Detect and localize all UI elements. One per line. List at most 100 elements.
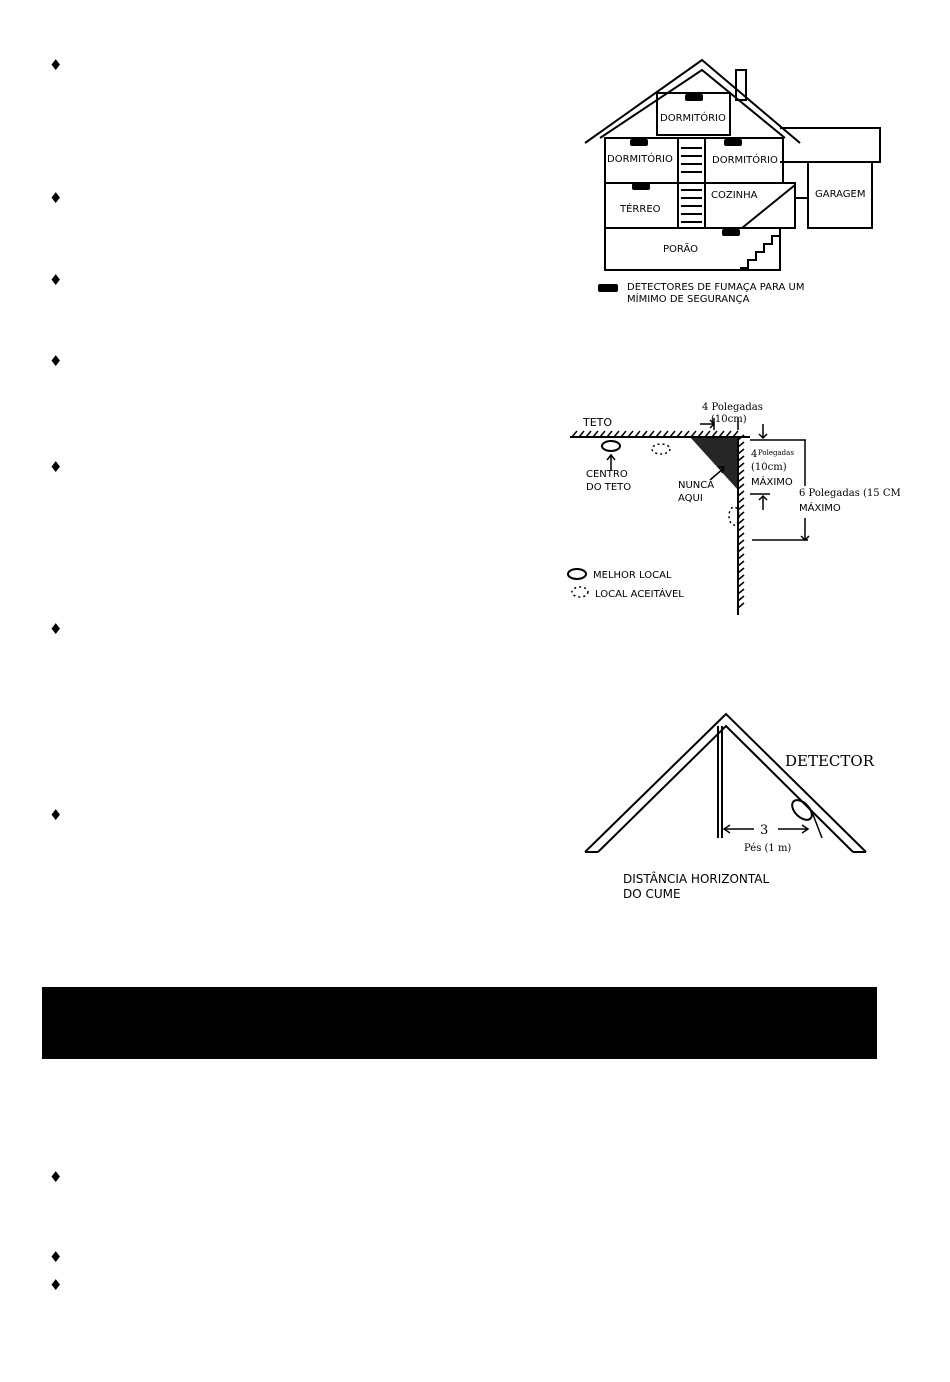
hatch-mark <box>655 430 662 438</box>
never-here-zone <box>690 437 738 490</box>
caption: DO CUME <box>623 887 681 901</box>
ceiling-wall-placement-diagram: TETO 4 Polegadas (10cm) CENTRO DO TETO N… <box>567 402 901 615</box>
section-header-bar <box>42 987 877 1059</box>
dimension-label: (10cm) <box>711 414 747 425</box>
bullet-marker: ♦ <box>49 1276 63 1294</box>
dimension-label: 4 Polegadas <box>702 402 763 413</box>
detector-label: DETECTOR <box>785 752 875 770</box>
best-location-icon <box>601 440 621 452</box>
hatch-mark <box>737 462 745 469</box>
legend-text: MELHOR LOCAL <box>593 570 672 581</box>
hatch-mark <box>737 469 745 476</box>
smoke-detector-icon <box>632 183 650 190</box>
dimension-label: 4 <box>751 449 757 460</box>
center-label: CENTRO <box>586 469 628 480</box>
bullet-marker: ♦ <box>49 352 63 370</box>
hatch-mark <box>737 532 745 539</box>
hatch-mark <box>697 430 704 438</box>
hatch-mark <box>737 588 745 595</box>
smoke-detector-icon <box>722 229 740 236</box>
bullet-marker: ♦ <box>49 806 63 824</box>
bullet-marker: ♦ <box>49 189 63 207</box>
room-label: TÉRREO <box>619 202 661 215</box>
never-here-label: NUNCA <box>678 480 714 491</box>
hatch-mark <box>571 430 578 438</box>
hatch-mark <box>737 581 745 588</box>
room-label: PORÃO <box>663 242 698 255</box>
hatch-mark <box>737 504 745 511</box>
dimension-label: Polegadas <box>758 449 794 457</box>
hatch-mark <box>737 539 745 546</box>
hatch-mark <box>676 430 683 438</box>
hatch-mark <box>737 441 745 448</box>
caption: DISTÂNCIA HORIZONTAL <box>623 871 770 886</box>
hatch-mark <box>737 476 745 483</box>
hatch-mark <box>732 430 739 438</box>
bullet-marker: ♦ <box>49 1168 63 1186</box>
house-smoke-detector-diagram: DORMITÓRIO DORMITÓRIO DORMITÓRIO TÉRREO … <box>584 58 881 305</box>
hatch-mark <box>737 448 745 455</box>
bullet-marker: ♦ <box>49 1248 63 1266</box>
hatch-mark <box>737 455 745 462</box>
bullet-marker: ♦ <box>49 458 63 476</box>
dimension-label: MÁXIMO <box>751 475 793 488</box>
distance-unit: Pés (1 m) <box>744 843 791 854</box>
hatch-mark <box>599 430 606 438</box>
roof-ridge-detector-diagram: DETECTOR 3 Pés (1 m) DISTÂNCIA HORIZONTA… <box>584 712 875 901</box>
distance-label: 3 <box>760 823 768 838</box>
hatch-mark <box>704 430 711 438</box>
smoke-detector-icon <box>685 94 703 101</box>
hatch-mark <box>737 497 745 504</box>
smoke-detector-icon <box>598 284 618 292</box>
center-label: DO TETO <box>586 482 631 493</box>
hatch-mark <box>578 430 585 438</box>
dimension-label: 6 Polegadas (15 CM <box>799 488 901 499</box>
hatch-mark <box>737 525 745 532</box>
hatch-mark <box>737 483 745 490</box>
acceptable-location-icon <box>651 443 671 455</box>
hatch-mark <box>737 560 745 567</box>
hatch-mark <box>737 546 745 553</box>
bullet-marker: ♦ <box>49 620 63 638</box>
never-here-label: AQUI <box>678 493 703 504</box>
room-label: GARAGEM <box>815 189 866 200</box>
hatch-mark <box>690 430 697 438</box>
bullet-marker: ♦ <box>49 271 63 289</box>
hatch-mark <box>683 430 690 438</box>
hatch-mark <box>737 595 745 602</box>
best-location-icon <box>567 568 587 580</box>
hatch-mark <box>606 430 613 438</box>
bullet-marker: ♦ <box>49 56 63 74</box>
hatch-mark <box>737 567 745 574</box>
legend-text: LOCAL ACEITÁVEL <box>595 587 684 600</box>
smoke-detector-icon <box>724 139 742 146</box>
dimension-label: MÁXIMO <box>799 501 841 514</box>
room-label: COZINHA <box>711 190 758 201</box>
hatch-mark <box>737 490 745 497</box>
acceptable-location-icon <box>571 586 589 598</box>
hatch-mark <box>585 430 592 438</box>
hatch-mark <box>627 430 634 438</box>
ceiling-label: TETO <box>582 416 612 429</box>
room-label: DORMITÓRIO <box>712 153 778 166</box>
hatch-mark <box>662 430 669 438</box>
dimension-label: (10cm) <box>751 462 787 473</box>
hatch-mark <box>737 434 745 441</box>
hatch-mark <box>592 430 599 438</box>
hatch-mark <box>737 574 745 581</box>
room-label: DORMITÓRIO <box>660 111 726 124</box>
legend-text: MÍMIMO DE SEGURANÇA <box>627 292 750 305</box>
hatch-mark <box>634 430 641 438</box>
acceptable-location-icon <box>728 506 740 526</box>
smoke-detector-icon <box>630 139 648 146</box>
hatch-mark <box>620 430 627 438</box>
legend-text: DETECTORES DE FUMAÇA PARA UM <box>627 282 805 293</box>
hatch-mark <box>711 430 718 438</box>
hatch-mark <box>737 518 745 525</box>
hatch-mark <box>737 602 745 609</box>
room-label: DORMITÓRIO <box>607 152 673 165</box>
hatch-mark <box>613 430 620 438</box>
hatch-mark <box>669 430 676 438</box>
hatch-mark <box>718 430 725 438</box>
hatch-mark <box>641 430 648 438</box>
